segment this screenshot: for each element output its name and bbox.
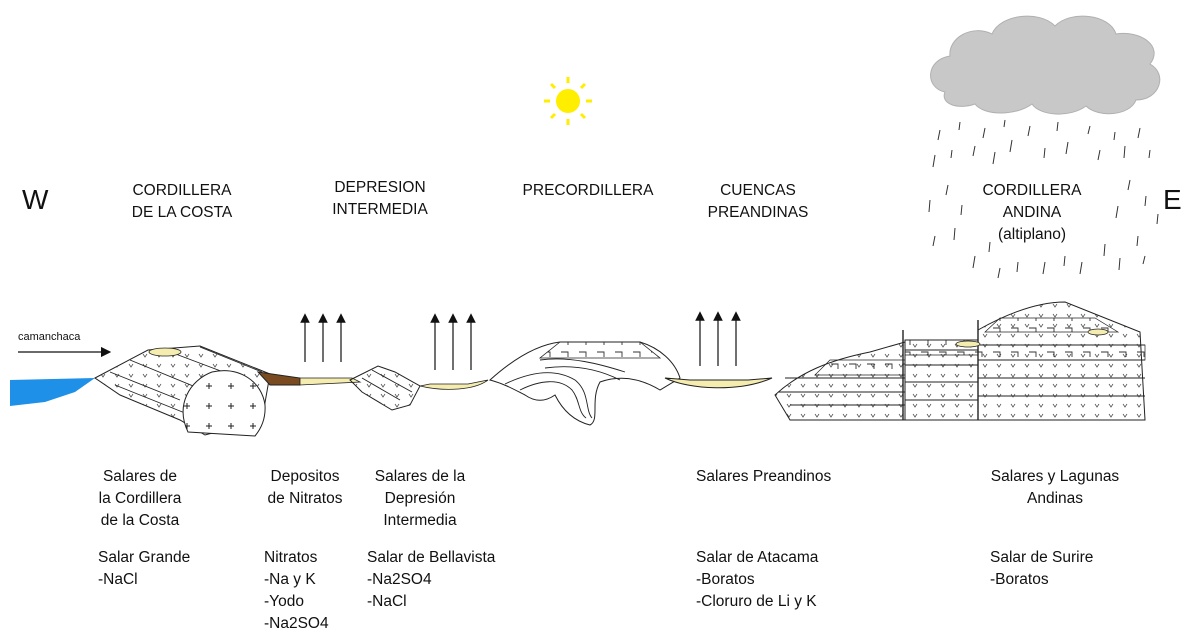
group-preandinos-example-line-2: -Boratos (696, 571, 755, 588)
preandean-salar (664, 377, 773, 389)
zone-costa-line-2: DE LA COSTA (131, 204, 233, 221)
group-depresion-title-line-1: Salares de la (374, 468, 466, 485)
group-costa-title-line-3: de la Costa (100, 512, 180, 529)
zone-andina-line-2: ANDINA (1002, 204, 1062, 221)
zone-costa: CORDILLERA DE LA COSTA (112, 180, 252, 224)
evaporation-arrow-icon (300, 311, 741, 370)
zone-precordillera-line-1: PRECORDILLERA (522, 182, 654, 199)
zone-cuencas-line-2: PREANDINAS (707, 204, 809, 221)
group-andinas-title: Salares y Lagunas Andinas (985, 466, 1125, 510)
group-preandinos-example-line-3: -Cloruro de Li y K (696, 593, 817, 610)
zone-depresion-line-2: INTERMEDIA (332, 201, 428, 218)
zone-depresion: DEPRESION INTERMEDIA (320, 177, 440, 221)
zone-precordillera: PRECORDILLERA (508, 180, 668, 202)
group-depresion-example-line-1: Salar de Bellavista (367, 549, 496, 566)
group-costa-title: Salares de la Cordillera de la Costa (80, 466, 200, 532)
group-andinas-example: Salar de Surire -Boratos (990, 547, 1093, 591)
east-label: E (1163, 184, 1182, 215)
sea (10, 378, 95, 406)
group-costa-title-line-2: la Cordillera (98, 490, 182, 507)
group-andinas-example-line-2: -Boratos (990, 571, 1049, 588)
group-preandinos-example: Salar de Atacama -Boratos -Cloruro de Li… (696, 547, 818, 613)
group-preandinos-example-line-1: Salar de Atacama (696, 549, 819, 566)
group-nitratos-title-line-2: de Nitratos (267, 490, 343, 507)
group-costa-example: Salar Grande -NaCl (98, 547, 190, 591)
zone-andina: CORDILLERA ANDINA (altiplano) (972, 180, 1092, 246)
group-nitratos-example-line-3: -Yodo (264, 593, 304, 610)
zone-costa-line-1: CORDILLERA (132, 182, 232, 199)
group-nitratos-example-line-4: -Na2SO4 (264, 615, 329, 632)
group-andinas-title-line-1: Salares y Lagunas (990, 468, 1120, 485)
group-depresion-example-line-2: -Na2SO4 (367, 571, 432, 588)
group-preandinos-title: Salares Preandinos (696, 466, 831, 488)
group-andinas-title-line-2: Andinas (1026, 490, 1083, 507)
group-depresion-title-line-2: Depresión (384, 490, 456, 507)
zone-cuencas: CUENCAS PREANDINAS (693, 180, 823, 224)
group-depresion-example-line-3: -NaCl (367, 593, 407, 610)
precordillera-folds (488, 341, 681, 426)
group-depresion-title-line-3: Intermedia (383, 512, 457, 529)
group-preandinos-title-line-1: Salares Preandinos (696, 468, 832, 485)
group-costa-example-line-1: Salar Grande (98, 549, 191, 566)
central-depression (349, 365, 489, 411)
group-nitratos-example-line-2: -Na y K (264, 571, 316, 588)
camanchaca-label: camanchaca (18, 331, 81, 343)
group-depresion-title: Salares de la Depresión Intermedia (360, 466, 480, 532)
group-depresion-example: Salar de Bellavista -Na2SO4 -NaCl (367, 547, 495, 613)
zone-depresion-line-1: DEPRESION (334, 179, 426, 196)
sun-icon (544, 77, 592, 125)
group-costa-example-line-2: -NaCl (98, 571, 138, 588)
coastal-range (94, 345, 271, 437)
group-nitratos-example-line-1: Nitratos (264, 549, 318, 566)
group-andinas-example-line-1: Salar de Surire (990, 549, 1094, 566)
andean-range (774, 301, 1146, 421)
zone-cuencas-line-1: CUENCAS (720, 182, 796, 199)
zone-andina-line-3: (altiplano) (997, 226, 1067, 243)
zone-andina-line-1: CORDILLERA (982, 182, 1082, 199)
group-costa-title-line-1: Salares de (102, 468, 178, 485)
west-label: W (22, 184, 49, 215)
cloud-icon (930, 15, 1161, 115)
group-nitratos-title-line-1: Depositos (270, 468, 340, 485)
rain-icon (928, 119, 1159, 279)
group-nitratos-title: Depositos de Nitratos (255, 466, 355, 510)
group-nitratos-example: Nitratos -Na y K -Yodo -Na2SO4 (264, 547, 329, 635)
